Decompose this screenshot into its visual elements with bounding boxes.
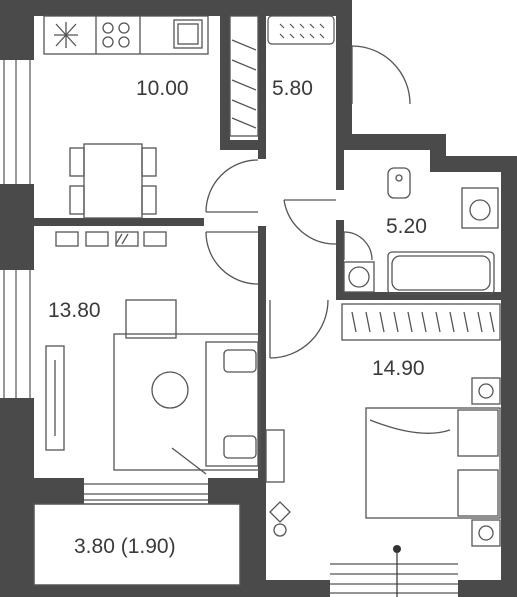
bathroom-fixtures <box>343 167 499 295</box>
kitchen-furniture <box>43 15 259 219</box>
bathroom-area-label: 5.20 <box>386 215 427 238</box>
bedroom-area-label: 14.90 <box>372 357 425 380</box>
bedroom-furniture <box>269 303 501 547</box>
closet-shelf <box>267 15 335 45</box>
living-area-label: 13.80 <box>48 299 101 322</box>
windows <box>0 60 458 597</box>
doors <box>205 45 411 359</box>
balcony-area-label: 3.80 (1.90) <box>74 535 176 558</box>
living-furniture <box>45 231 285 483</box>
kitchen-area-label: 10.00 <box>136 77 189 100</box>
closet-area-label: 5.80 <box>272 77 313 100</box>
entrance-dot <box>393 545 401 553</box>
